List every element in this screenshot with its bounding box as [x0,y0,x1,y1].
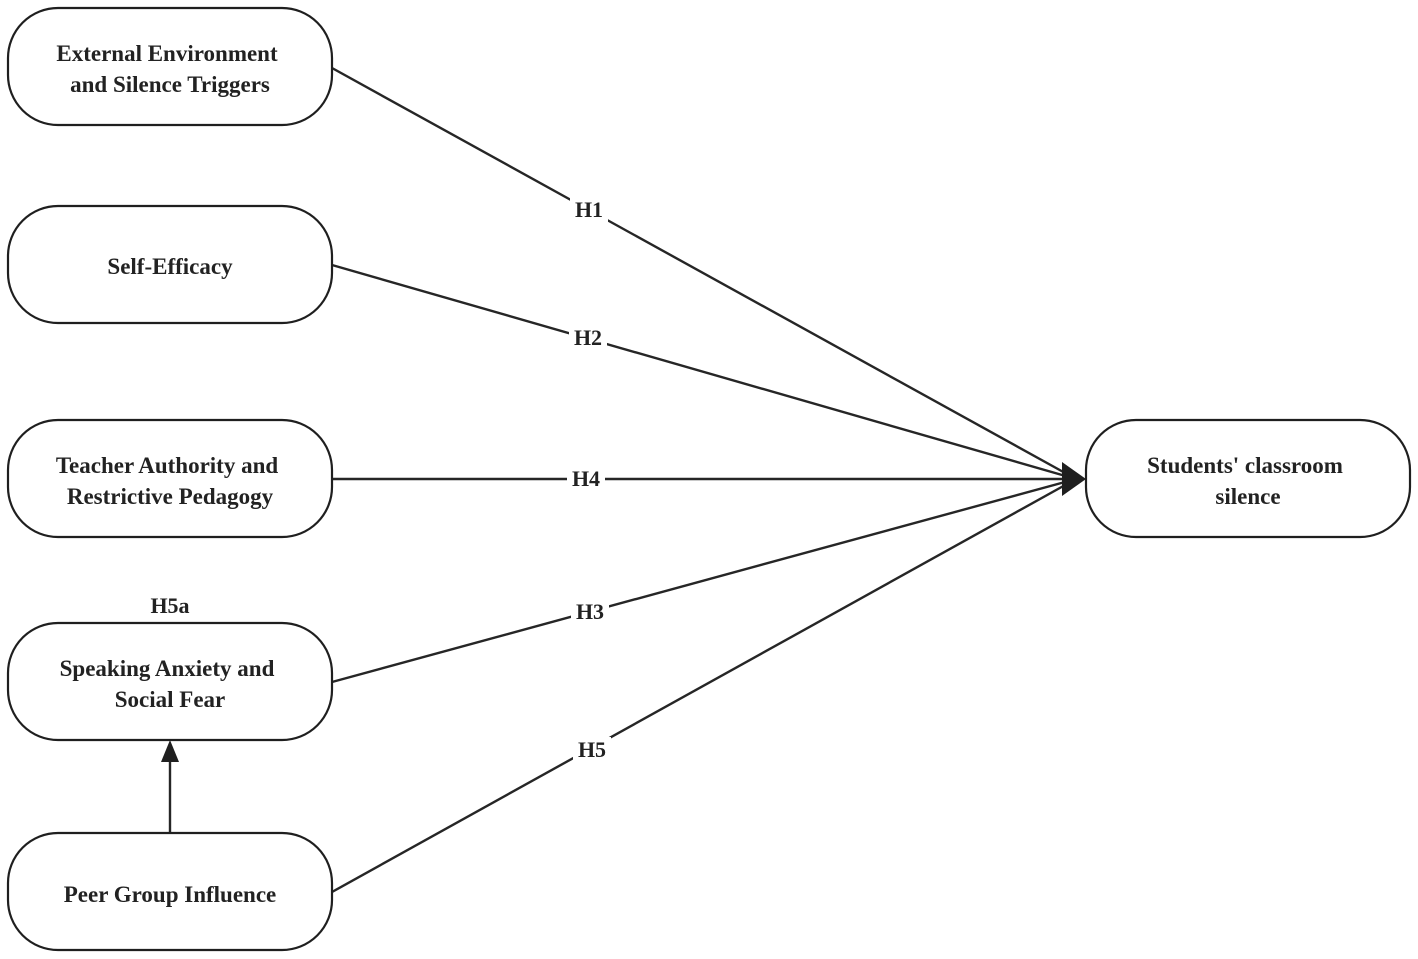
edge-label-h3: H3 [576,599,604,624]
node-self-efficacy-line1: Self-Efficacy [107,254,233,279]
edge-label-h5a: H5a [150,593,189,618]
node-peer-group: Peer Group Influence [6,831,334,952]
node-external-environment-line2: and Silence Triggers [70,72,270,97]
edge-label-h4: H4 [572,466,600,491]
edge-h5 [331,477,1077,894]
node-self-efficacy: Self-Efficacy [6,204,334,325]
node-teacher-authority: Teacher Authority and Restrictive Pedago… [6,418,334,539]
edge-label-h5: H5 [578,737,606,762]
node-speaking-anxiety: Speaking Anxiety and Social Fear [6,621,334,742]
node-external-environment: External Environment and Silence Trigger… [6,6,334,127]
node-external-environment-line1: External Environment [56,41,278,66]
node-classroom-silence-line2: silence [1215,484,1280,509]
node-speaking-anxiety-line1: Speaking Anxiety and [60,656,275,681]
arrow-head-into-silence [1062,462,1086,496]
node-classroom-silence-line1: Students' classroom [1147,453,1343,478]
edge-label-h1: H1 [575,197,603,222]
edge-h1 [331,66,1077,481]
node-teacher-authority-line1: Teacher Authority and [56,453,279,478]
edge-label-h2: H2 [574,325,602,350]
node-classroom-silence: Students' classroom silence [1084,418,1412,539]
edges [168,66,1077,894]
edge-h2 [331,263,1077,481]
edge-h3 [331,477,1077,684]
node-teacher-authority-line2: Restrictive Pedagogy [67,484,274,509]
edge-labels: H1 H2 H4 H3 H5 H5a [150,197,611,763]
arrow-head-into-anxiety [161,740,179,762]
node-peer-group-line1: Peer Group Influence [64,882,277,907]
node-speaking-anxiety-line2: Social Fear [115,687,226,712]
